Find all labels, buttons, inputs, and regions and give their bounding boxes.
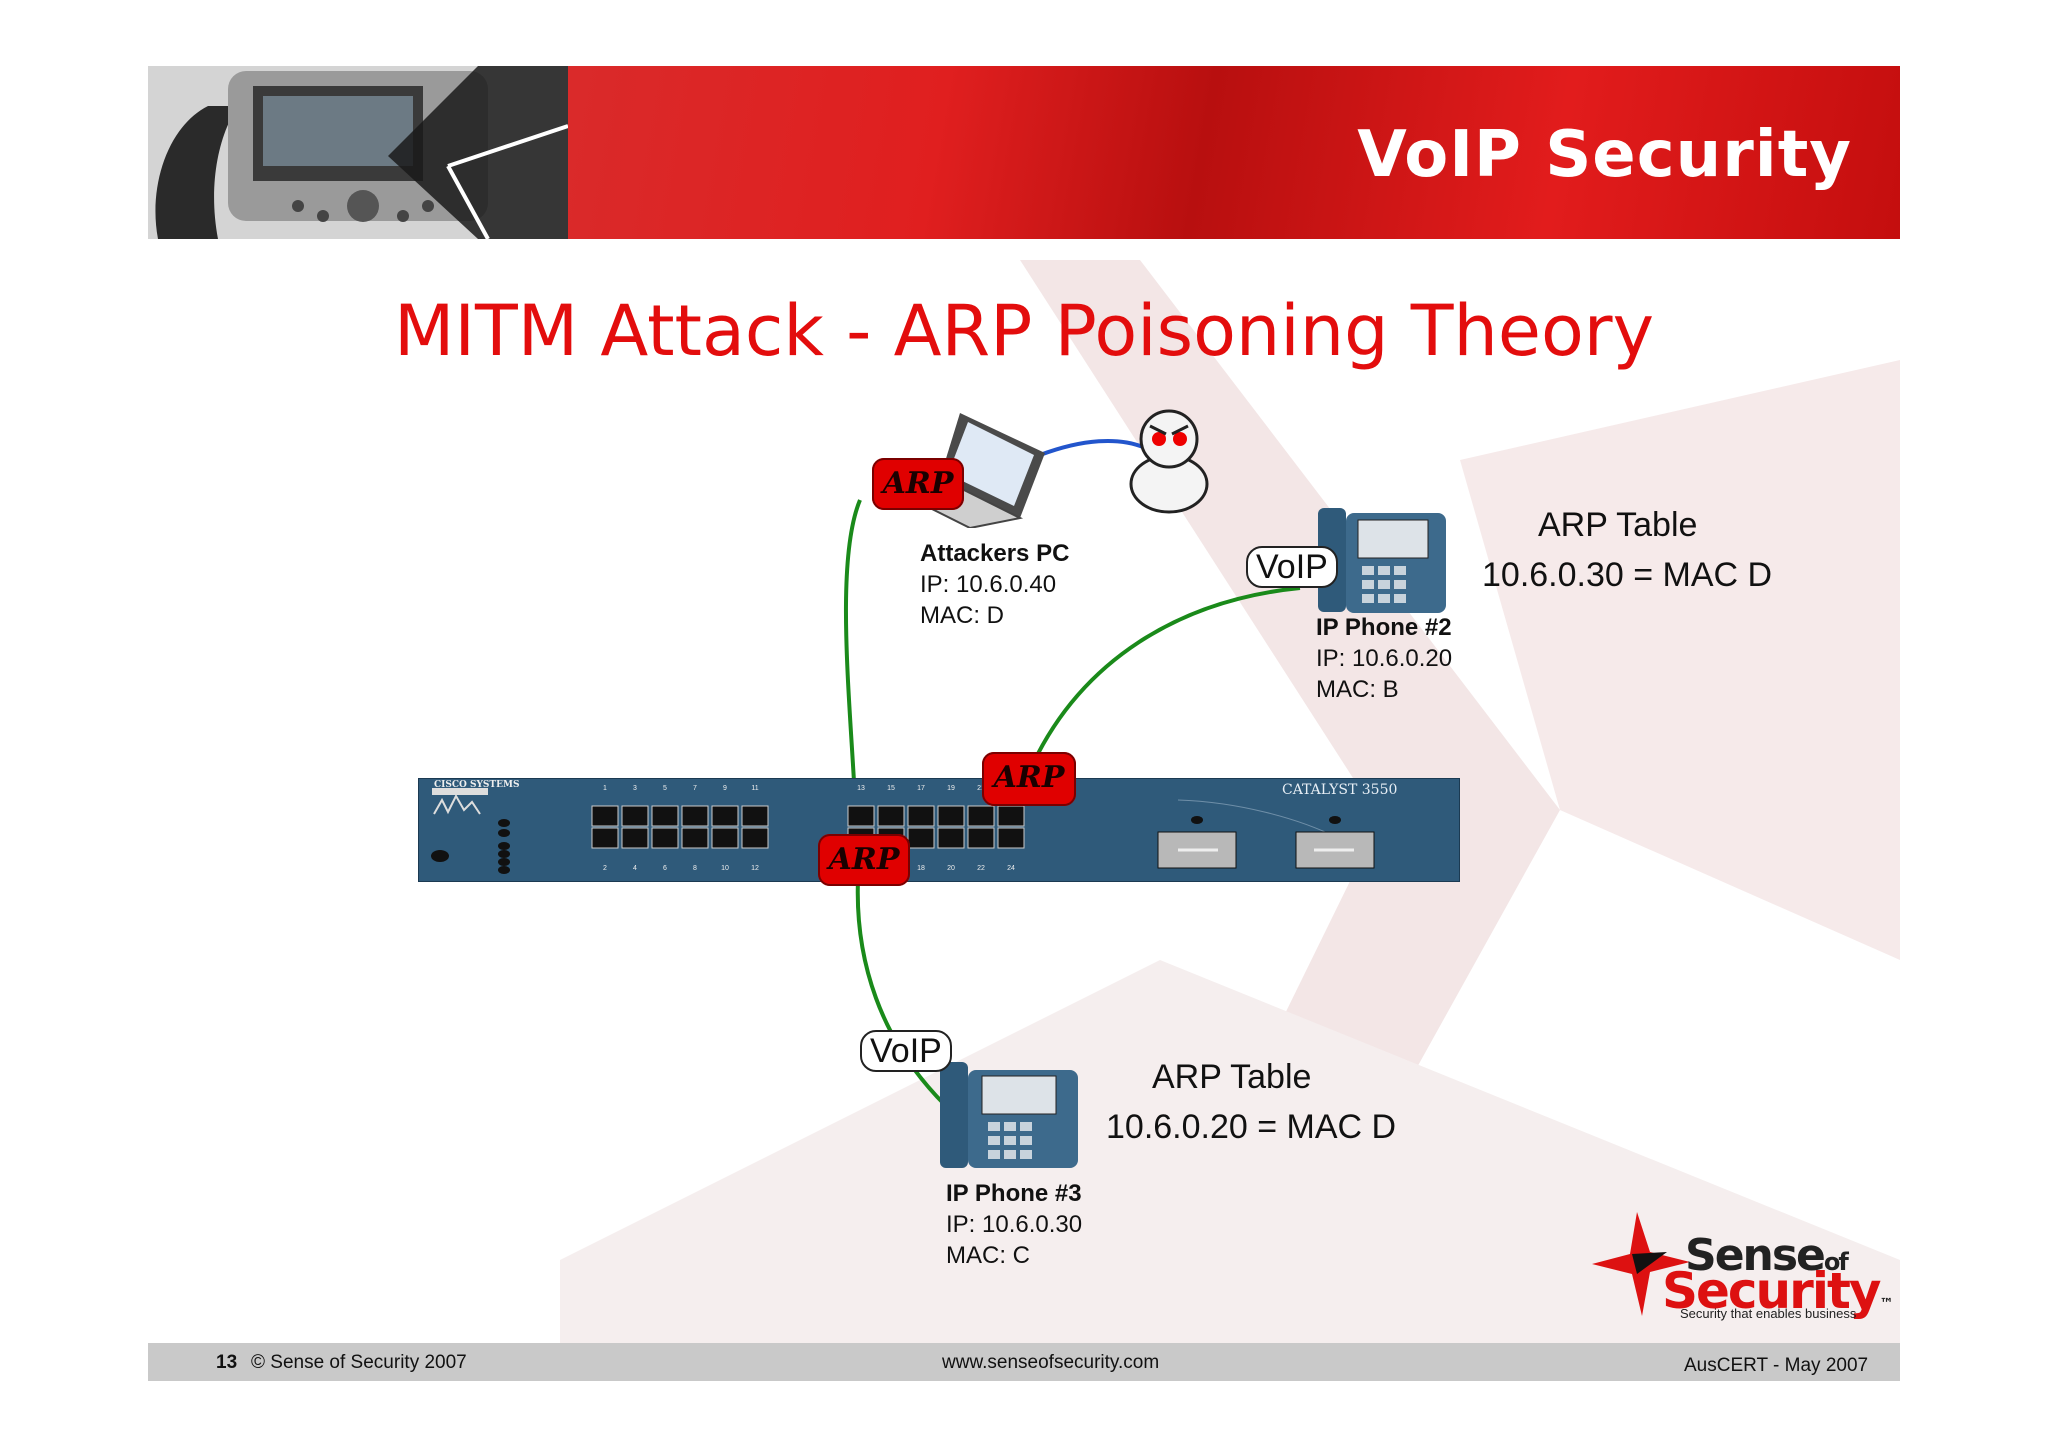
switch-port <box>741 827 769 849</box>
switch-port-number: 19 <box>947 785 955 792</box>
phone3-name: IP Phone #3 <box>946 1180 1082 1207</box>
switch-port <box>741 805 769 827</box>
switch-port-number: 9 <box>723 785 727 792</box>
phone-photo-icon <box>148 66 568 239</box>
switch-port-number: 17 <box>917 785 925 792</box>
voip-tag-phone3: VoIP <box>860 1030 952 1072</box>
footer-copyright: © Sense of Security 2007 <box>251 1352 467 1373</box>
switch-port <box>907 827 935 849</box>
switch-port <box>997 827 1025 849</box>
switch-port <box>877 805 905 827</box>
switch-port <box>997 805 1025 827</box>
switch-port <box>591 805 619 827</box>
header-title: VoIP Security <box>1357 118 1852 192</box>
phone3-ip: IP: 10.6.0.30 <box>946 1211 1083 1238</box>
logo-tagline: Security that enables business <box>1680 1306 1857 1321</box>
switch-port-number: 24 <box>1007 865 1015 872</box>
phone2-label: IP Phone #2 IP: 10.6.0.20 MAC: B <box>1316 612 1452 705</box>
logo-line2: Security™ <box>1662 1262 1893 1320</box>
footer-url[interactable]: www.senseofsecurity.com <box>942 1352 1160 1373</box>
ip-phone-2-icon <box>1318 508 1446 613</box>
arp-table-phone2-title: ARP Table <box>1538 506 1698 544</box>
switch-port-number: 18 <box>917 865 925 872</box>
switch-port-number: 20 <box>947 865 955 872</box>
switch-model: CATALYST 3550 <box>1282 782 1398 798</box>
switch-port <box>651 805 679 827</box>
logo-line1: Senseof <box>1685 1230 1849 1281</box>
attacker-ip: IP: 10.6.0.40 <box>920 571 1057 598</box>
phone3-link <box>855 879 947 1107</box>
attacker-name: Attackers PC <box>920 540 1070 567</box>
switch-port-number: 4 <box>633 865 637 872</box>
switch-port-number: 11 <box>751 785 758 792</box>
switch-port <box>967 805 995 827</box>
switch-port <box>937 805 965 827</box>
switch-port <box>621 827 649 849</box>
page-number: 13 <box>216 1352 238 1373</box>
switch-port-number: 10 <box>721 865 729 872</box>
switch-port-number: 3 <box>633 785 637 792</box>
footer-bar: 13 © Sense of Security 2007 www.senseofs… <box>148 1343 1900 1381</box>
arp-badge-switch-lower: ARP <box>818 834 910 886</box>
footer-event: AusCERT - May 2007 <box>1684 1355 1869 1376</box>
switch-port-number: 22 <box>977 865 985 872</box>
switch-port-number: 12 <box>751 865 759 872</box>
ip-phone-3-icon <box>940 1062 1078 1168</box>
sense-of-security-logo-icon <box>1592 1212 1690 1316</box>
phone3-label: IP Phone #3 IP: 10.6.0.30 MAC: C <box>946 1178 1082 1271</box>
attacker-label: Attackers PC IP: 10.6.0.40 MAC: D <box>920 538 1069 631</box>
switch-port-number: 8 <box>693 865 697 872</box>
switch-port <box>711 805 739 827</box>
switch-port <box>651 827 679 849</box>
switch-port-number: 7 <box>693 785 697 792</box>
switch-port <box>621 805 649 827</box>
phone2-link <box>1028 586 1301 771</box>
arp-table-phone3-title: ARP Table <box>1152 1058 1312 1096</box>
header-banner: VoIP Security <box>148 66 1900 239</box>
switch-port <box>967 827 995 849</box>
arp-table-phone2-entry: 10.6.0.30 = MAC D <box>1482 556 1773 594</box>
attacker-link <box>843 499 862 801</box>
attacker-user-icon <box>1129 409 1209 514</box>
switch-brand: CISCO SYSTEMS <box>434 780 520 790</box>
voip-tag-phone2: VoIP <box>1246 546 1338 588</box>
phone3-mac: MAC: C <box>946 1242 1030 1269</box>
switch-port <box>711 827 739 849</box>
switch-port <box>681 805 709 827</box>
switch-port <box>937 827 965 849</box>
attacker-user-link <box>1039 439 1151 457</box>
phone2-name: IP Phone #2 <box>1316 614 1452 641</box>
switch-port-number: 13 <box>857 785 865 792</box>
arp-table-phone3-entry: 10.6.0.20 = MAC D <box>1106 1108 1397 1146</box>
switch-port-number: 6 <box>663 865 667 872</box>
switch-port-number: 15 <box>887 785 895 792</box>
phone2-ip: IP: 10.6.0.20 <box>1316 645 1453 672</box>
switch-port-number: 5 <box>663 785 667 792</box>
phone2-mac: MAC: B <box>1316 676 1399 703</box>
switch-port-number: 21 <box>977 785 985 792</box>
switch-port-number: 1 <box>603 785 607 792</box>
switch-port <box>907 805 935 827</box>
arp-badge-attacker: ARP <box>872 458 964 510</box>
arp-badge-switch-port: ARP <box>982 752 1076 806</box>
attacker-mac: MAC: D <box>920 602 1004 629</box>
switch-port <box>591 827 619 849</box>
switch-port <box>847 805 875 827</box>
switch-port <box>681 827 709 849</box>
slide-title: MITM Attack - ARP Poisoning Theory <box>393 290 1655 372</box>
switch-port-number: 2 <box>603 865 607 872</box>
